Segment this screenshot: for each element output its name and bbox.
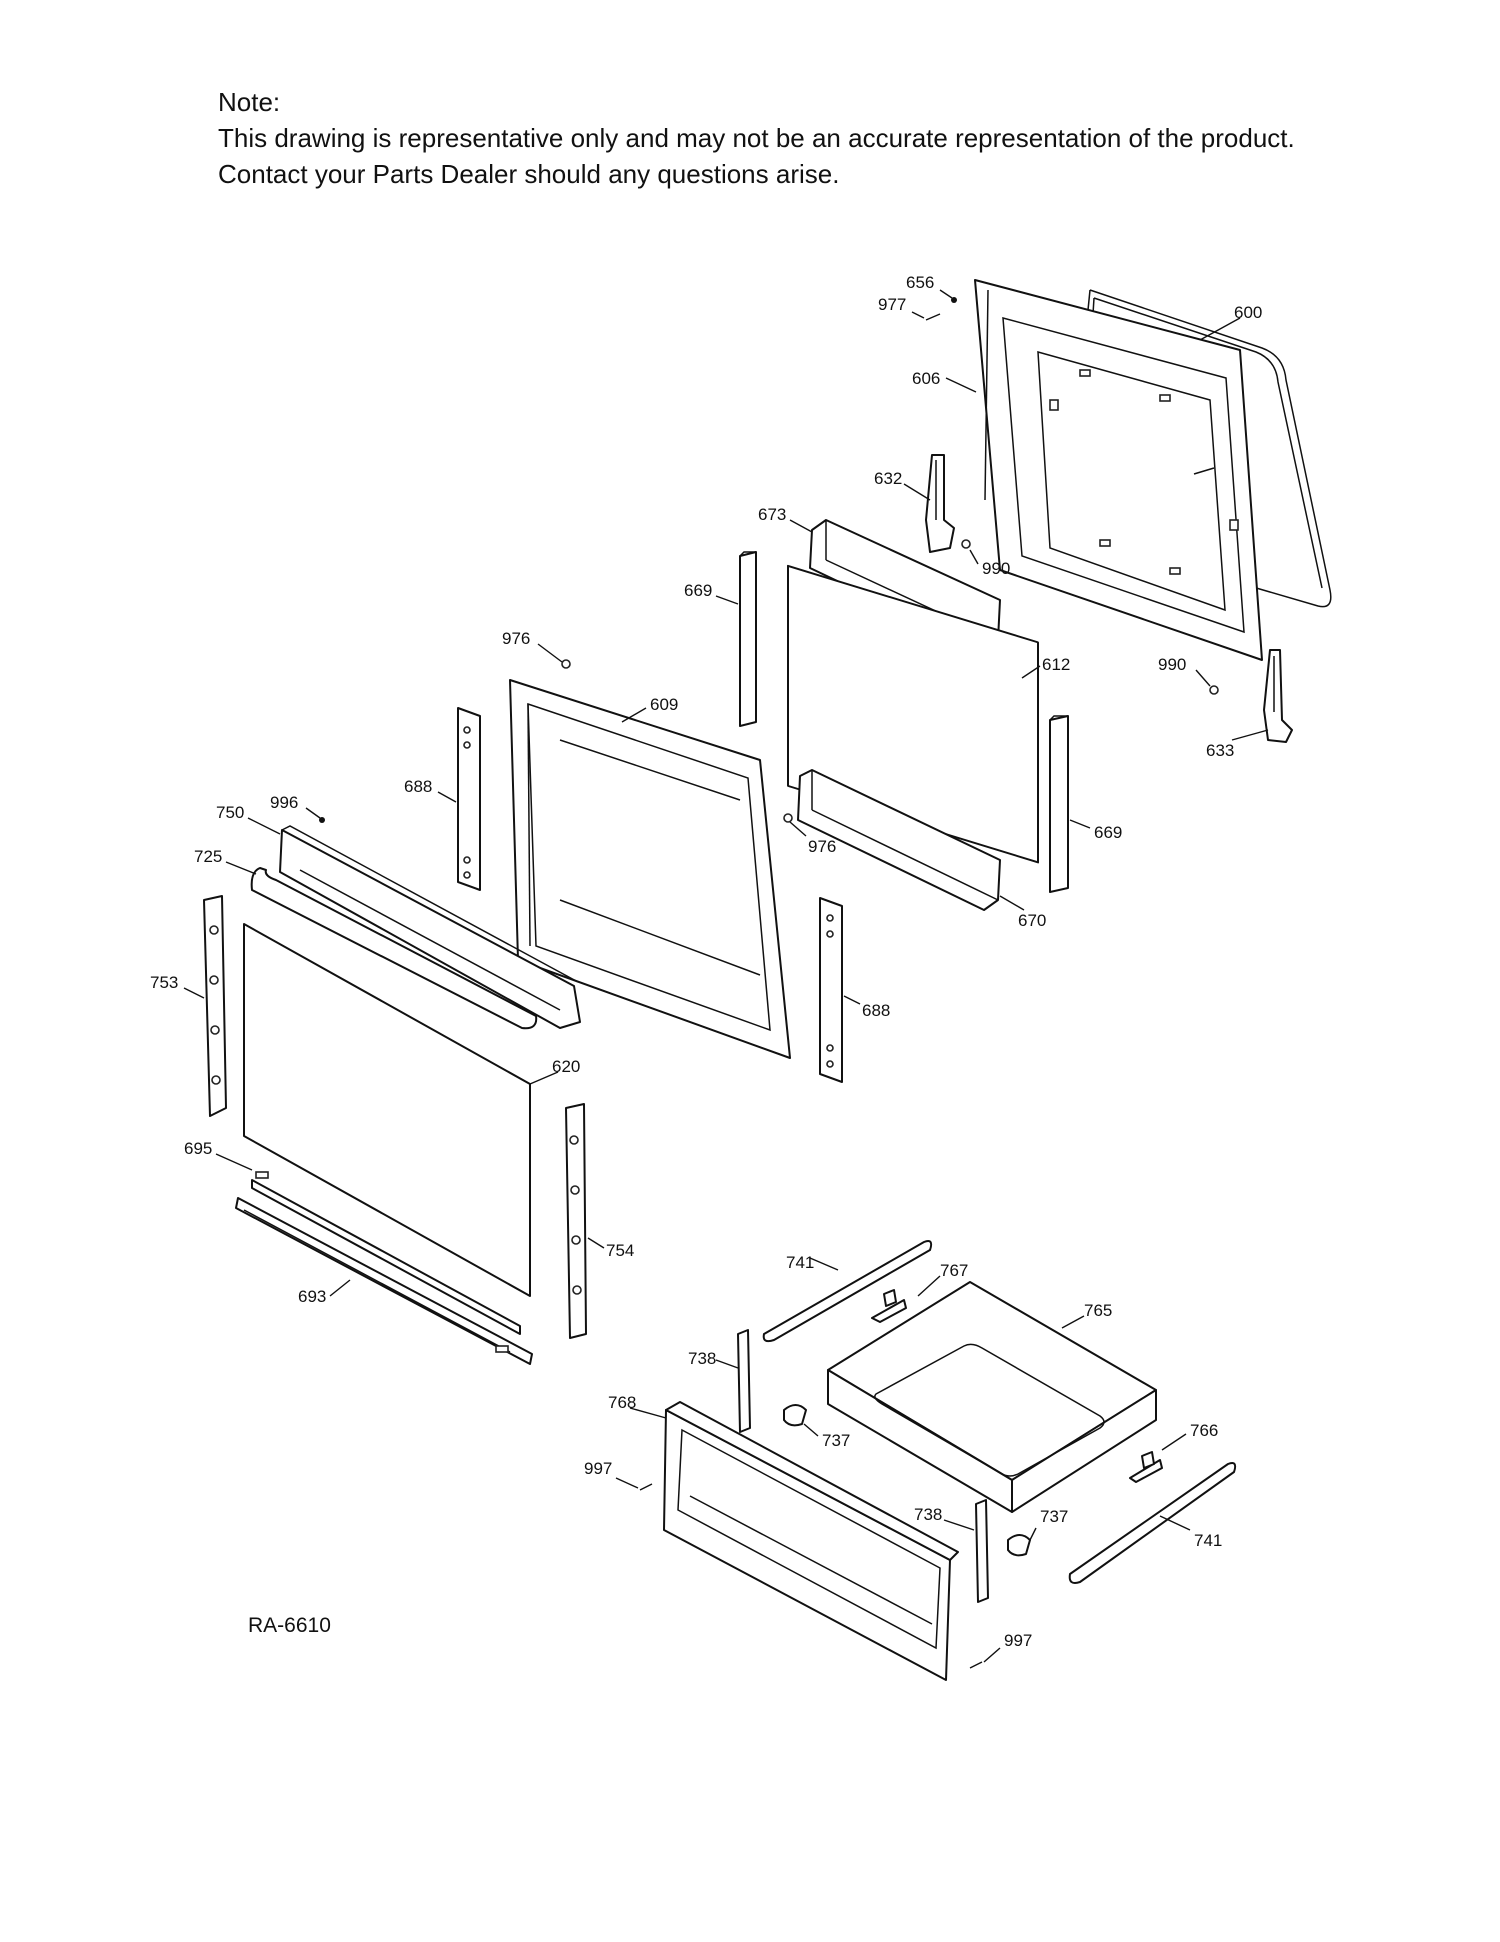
part-737-drawer-stop-left [783,1404,807,1427]
label-738-left: 738 [688,1349,716,1368]
leader-lines [183,289,1269,1663]
part-609-door-frame [509,679,791,1059]
label-612: 612 [1042,655,1070,674]
part-688-bracket-right [819,897,843,1083]
label-725: 725 [194,847,222,866]
part-633-hinge [1263,649,1293,743]
label-976-upper: 976 [502,629,530,648]
part-977-pin [925,313,941,321]
label-996: 996 [270,793,298,812]
part-753-side-trim-left [203,895,227,1117]
part-737-drawer-stop-right [1007,1534,1031,1557]
label-753: 753 [150,973,178,992]
part-693-bottom-channel [235,1197,533,1365]
label-741-left: 741 [786,1253,814,1272]
label-741-right: 741 [1194,1531,1222,1550]
label-768: 768 [608,1393,636,1412]
part-656-screw [951,297,957,303]
part-766-drawer-clip-right [1129,1451,1163,1483]
label-695: 695 [184,1139,212,1158]
label-688-right: 688 [862,1001,890,1020]
part-976-screw-upper [561,659,571,669]
label-693: 693 [298,1287,326,1306]
part-741-drawer-rail-left [762,1240,933,1343]
label-765: 765 [1084,1301,1112,1320]
note-line-2: Contact your Parts Dealer should any que… [218,159,840,189]
part-688-bracket-left [457,707,481,891]
part-669-side-insulation-right [1049,715,1069,893]
label-767: 767 [940,1261,968,1280]
part-labels: 656 977 600 606 632 673 990 669 976 612 … [150,273,1262,1650]
disclaimer-note: Note: This drawing is representative onl… [218,84,1418,192]
part-738-drawer-side-right [975,1499,989,1603]
part-670-insulation-bottom [797,769,1001,911]
label-977: 977 [878,295,906,314]
part-768-drawer-front [663,1401,959,1681]
part-990-screw-upper [961,539,971,549]
label-606: 606 [912,369,940,388]
part-765-drawer-body [827,1281,1157,1513]
label-620: 620 [552,1057,580,1076]
label-997-left: 997 [584,1459,612,1478]
note-line-1: This drawing is representative only and … [218,123,1295,153]
part-996-screw [319,817,325,823]
label-670: 670 [1018,911,1046,930]
label-737-left: 737 [822,1431,850,1450]
part-695-bottom-trim [251,1171,521,1335]
part-741-drawer-rail-right [1068,1462,1237,1584]
part-725-door-handle [250,867,538,1030]
part-997-screw-drawer-left [639,1483,653,1491]
part-990-screw-lower [1209,685,1219,695]
drawing-reference-code: RA-6610 [248,1614,331,1637]
label-633: 633 [1206,741,1234,760]
label-738-right: 738 [914,1505,942,1524]
label-997-right: 997 [1004,1631,1032,1650]
part-750-handle-mount [279,825,581,1029]
label-990-lower: 990 [1158,655,1186,674]
part-997-screw-drawer-right [969,1661,983,1669]
part-976-screw-lower [783,813,793,823]
label-754: 754 [606,1241,634,1260]
note-heading: Note: [218,87,281,117]
part-767-drawer-clip-left [871,1289,907,1323]
label-656: 656 [906,273,934,292]
part-738-drawer-side-left [737,1329,751,1433]
label-990-upper: 990 [982,559,1010,578]
label-766: 766 [1190,1421,1218,1440]
label-609: 609 [650,695,678,714]
label-737-right: 737 [1040,1507,1068,1526]
label-669-right: 669 [1094,823,1122,842]
label-976-lower: 976 [808,837,836,856]
label-688-left: 688 [404,777,432,796]
part-754-side-trim-right [565,1103,587,1339]
label-673: 673 [758,505,786,524]
part-669-side-insulation-left [739,551,757,727]
part-620-outer-glass [243,923,531,1297]
label-600: 600 [1234,303,1262,322]
label-632: 632 [874,469,902,488]
label-669-left: 669 [684,581,712,600]
part-606-inner-door-panel [974,279,1263,661]
part-632-hinge [925,454,955,553]
label-750: 750 [216,803,244,822]
